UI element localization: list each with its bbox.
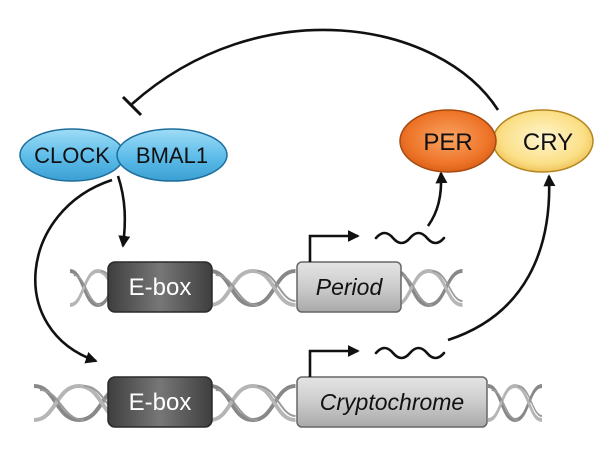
activation-arrow-ebox-row2 [34, 178, 113, 364]
cryptochrome-mrna-squiggle [374, 346, 446, 360]
bmal1-label: BMAL1 [136, 143, 208, 168]
ebox-row2-label: E-box [129, 389, 192, 416]
clock-label: CLOCK [34, 143, 110, 168]
cryptochrome-transcription-arrow [308, 345, 360, 377]
ebox-row2-box [107, 376, 213, 428]
period-gene-label: Period [316, 274, 384, 300]
translation-arrow-per [426, 171, 448, 227]
bmal1-protein [116, 128, 228, 182]
translation-arrow-cry [447, 174, 556, 342]
repression-bar [121, 95, 143, 117]
ebox-row1-box [107, 261, 213, 313]
ebox-row1-label: E-box [129, 274, 192, 301]
period-mrna-squiggle [374, 231, 446, 245]
per-label: PER [423, 129, 472, 156]
clock-bmal1-complex: CLOCK BMAL1 [19, 128, 228, 182]
activation-arrow-ebox-row1 [116, 175, 131, 248]
cryptochrome-gene-box [296, 376, 488, 428]
period-transcription-arrow [308, 230, 360, 262]
period-gene-box [296, 261, 402, 313]
per-cry-complex: PER CRY [399, 109, 594, 173]
cry-label: CRY [523, 129, 573, 156]
cryptochrome-gene-label: Cryptochrome [320, 389, 464, 415]
repression-feedback-arc [131, 28, 500, 111]
per-protein [399, 109, 497, 173]
